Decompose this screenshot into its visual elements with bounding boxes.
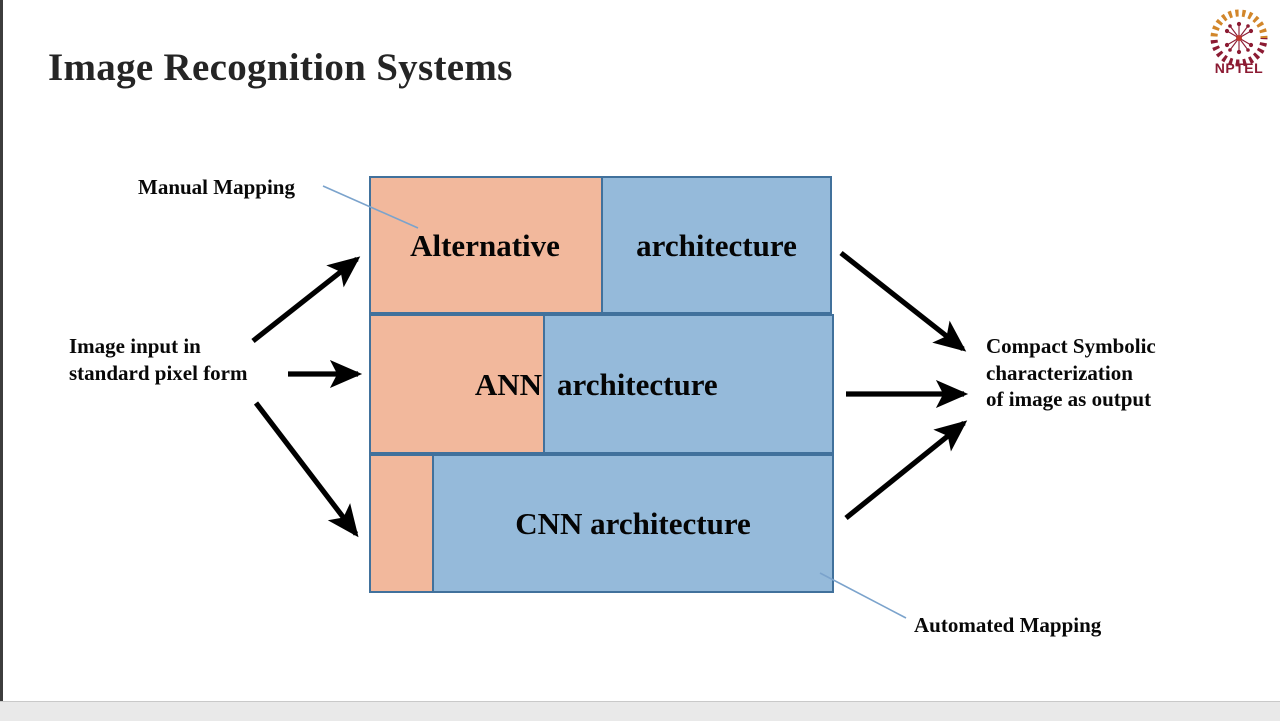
annotation-manual-mapping: Manual Mapping <box>138 175 295 199</box>
annotation-output-line1: Compact Symbolic <box>986 334 1156 358</box>
annotation-image-input: Image input in standard pixel form <box>69 333 299 386</box>
slide-bottom-bar <box>0 701 1280 721</box>
slide-left-rule <box>0 0 3 701</box>
architecture-diagram: Alternative architecture ANN architectur… <box>369 176 834 593</box>
nptel-wordmark: NPTEL <box>1214 60 1264 76</box>
manual-segment-cnn <box>369 454 434 593</box>
annotation-output-line2: characterization <box>986 360 1133 385</box>
output-arrow-upper <box>839 250 967 352</box>
input-arrow-lower <box>253 401 359 538</box>
page-title: Image Recognition Systems <box>48 46 513 89</box>
output-arrow-lower <box>844 420 968 521</box>
automated-segment-alternative: architecture <box>601 176 832 314</box>
automated-segment-ann: architecture <box>543 314 834 454</box>
architecture-row-alternative: Alternative architecture <box>369 176 834 314</box>
annotation-image-input-line1: Image input in <box>69 334 201 358</box>
annotation-output: Compact Symbolic characterization of ima… <box>986 333 1206 413</box>
nptel-logo <box>1206 8 1272 74</box>
automated-segment-cnn: CNN architecture <box>432 454 834 593</box>
input-arrow-upper <box>251 256 361 344</box>
annotation-output-line3: of image as output <box>986 387 1152 412</box>
architecture-row-ann: ANN architecture <box>369 314 834 454</box>
annotation-image-input-line2: standard pixel form <box>69 360 248 385</box>
manual-segment-ann: ANN <box>369 314 545 454</box>
annotation-automated-mapping: Automated Mapping <box>914 613 1102 637</box>
manual-segment-alternative: Alternative <box>369 176 603 314</box>
architecture-row-cnn: CNN architecture <box>369 454 834 593</box>
